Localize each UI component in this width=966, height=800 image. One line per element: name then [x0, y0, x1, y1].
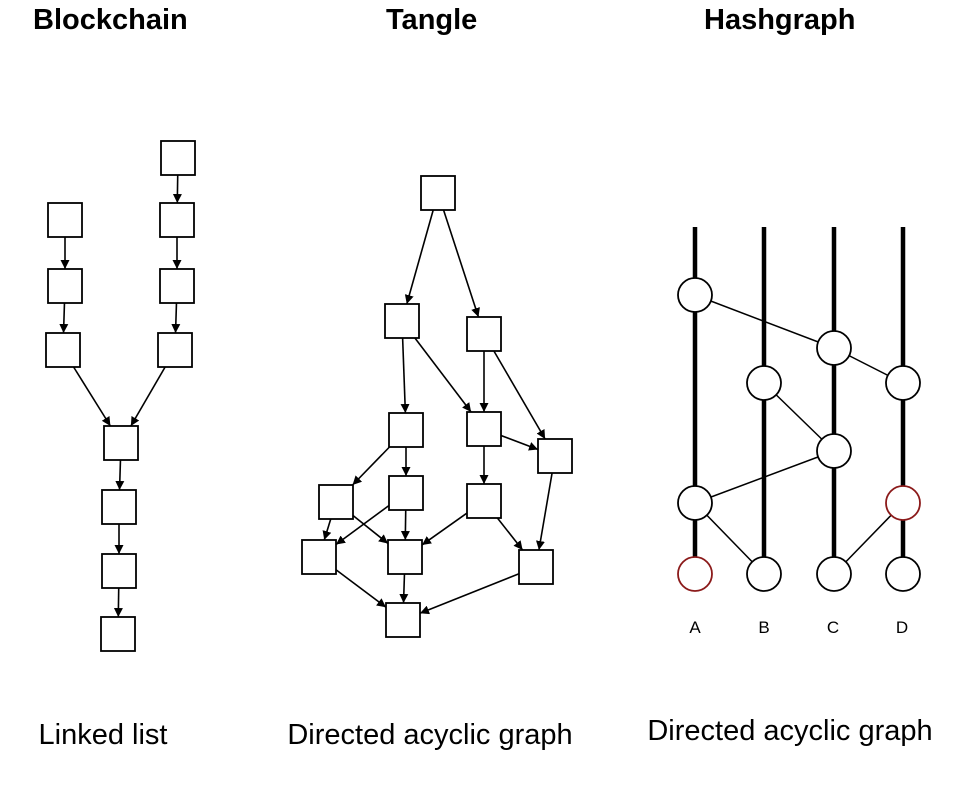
hashgraph-event [677, 277, 713, 313]
tangle-edge [421, 512, 468, 546]
tangle-edge [496, 517, 524, 551]
blockchain-block [101, 489, 137, 525]
tangle-graph [301, 175, 573, 638]
blockchain-block [47, 202, 83, 238]
tangle-edge [351, 446, 391, 486]
tangle-block [318, 484, 354, 520]
hashgraph-graph [677, 227, 921, 592]
hashgraph-event [746, 556, 782, 592]
tangle-block [537, 438, 573, 474]
hashgraph-event [816, 433, 852, 469]
blockchain-block [159, 202, 195, 238]
hashgraph-event [885, 365, 921, 401]
blockchain-block [160, 140, 196, 176]
blockchain-block [157, 332, 193, 368]
tangle-block [420, 175, 456, 211]
tangle-block [384, 303, 420, 339]
caption-hashgraph: Directed acyclic graph [647, 715, 933, 747]
blockchain-block [45, 332, 81, 368]
tangle-block [466, 316, 502, 352]
tangle-block [301, 539, 337, 575]
tangle-block [518, 549, 554, 585]
tangle-block [388, 412, 424, 448]
hashgraph-event-highlighted [885, 485, 921, 521]
tangle-block [466, 411, 502, 447]
tangle-edge [500, 434, 539, 451]
blockchain-block [100, 616, 136, 652]
tangle-edge [352, 514, 389, 545]
hashgraph-gossip-edge [694, 450, 835, 504]
tangle-edge [442, 209, 480, 318]
blockchain-block [159, 268, 195, 304]
tangle-edge [493, 350, 546, 440]
lane-label-d: D [895, 618, 909, 637]
hashgraph-event [816, 330, 852, 366]
tangle-edge [419, 573, 520, 615]
tangle-edge [414, 337, 472, 413]
hashgraph-event-highlighted [677, 556, 713, 592]
hashgraph-event [746, 365, 782, 401]
blockchain-block [47, 268, 83, 304]
title-hashgraph: Hashgraph [704, 4, 856, 36]
tangle-edge [404, 209, 434, 305]
lane-label-c: C [826, 618, 840, 637]
blockchain-edge [72, 366, 112, 427]
lane-label-a: A [689, 618, 701, 637]
caption-blockchain: Linked list [38, 719, 168, 751]
blockchain-edge [171, 302, 181, 334]
tangle-edge [400, 337, 410, 414]
tangle-block [466, 483, 502, 519]
tangle-block [387, 539, 423, 575]
tangle-edge [399, 573, 409, 604]
blockchain-graph [45, 140, 196, 652]
tangle-edge [335, 569, 387, 608]
hashgraph-event [677, 485, 713, 521]
hashgraph-event [816, 556, 852, 592]
tangle-edge [322, 518, 332, 541]
hashgraph-event [885, 556, 921, 592]
tangle-block [388, 475, 424, 511]
tangle-block [385, 602, 421, 638]
title-tangle: Tangle [386, 4, 478, 36]
title-blockchain: Blockchain [33, 4, 188, 36]
blockchain-block [101, 553, 137, 589]
blockchain-block [103, 425, 139, 461]
tangle-edge [335, 504, 390, 546]
blockchain-edge [59, 302, 69, 334]
blockchain-edge [115, 459, 125, 491]
lane-label-b: B [758, 618, 770, 637]
blockchain-edge [130, 366, 166, 427]
caption-tangle: Directed acyclic graph [287, 719, 573, 751]
tangle-edge [535, 472, 553, 551]
hashgraph-gossip-edge [694, 294, 835, 349]
